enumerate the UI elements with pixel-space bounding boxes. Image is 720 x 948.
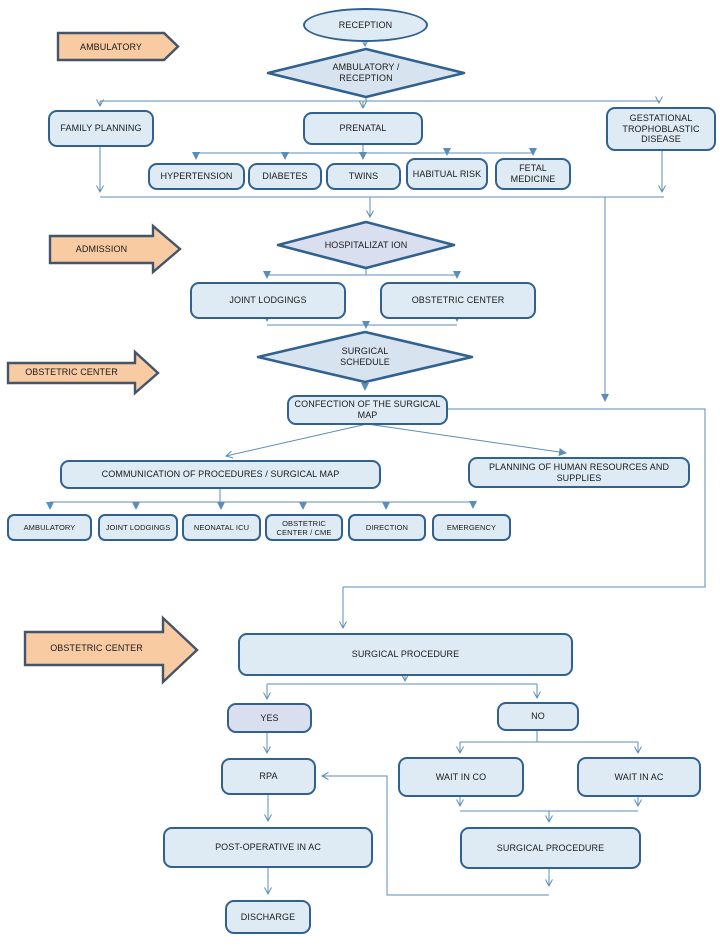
- node-yes: YES: [227, 703, 312, 733]
- banner-ambulatory-shape: [56, 31, 180, 62]
- banner-obstetric-center-2-shape: [23, 615, 199, 685]
- node-planning-human-resources: PLANNING OF HUMAN RESOURCES AND SUPPLIES: [468, 457, 690, 488]
- connector-confection-to-communication: [224, 423, 368, 459]
- diamond-surgical-schedule: [256, 330, 474, 384]
- node-twins: TWINS: [326, 163, 401, 190]
- node-obstetric-center-cme: OBSTETRIC CENTER / CME: [265, 514, 343, 541]
- node-direction: DIRECTION: [348, 514, 426, 541]
- banner-obstetric-center-1-label: OBSTETRIC CENTER: [25, 366, 118, 377]
- node-wait-in-co: WAIT IN CO: [398, 757, 524, 797]
- node-post-operative-in-ac: POST-OPERATIVE IN AC: [163, 827, 373, 868]
- node-ambulatory-dept: AMBULATORY: [7, 514, 92, 541]
- connector-confection-to-planning: [366, 423, 567, 456]
- banner-obstetric-center-2-label: OBSTETRIC CENTER: [50, 642, 143, 653]
- node-emergency: EMERGENCY: [432, 514, 511, 541]
- node-joint-lodgings-dept: JOINT LODGINGS: [98, 514, 178, 541]
- node-ambulatory-reception-label: AMBULATORY / RECEPTION: [332, 62, 400, 83]
- node-habitual-risk: HABITUAL RISK: [406, 158, 488, 190]
- node-communication-procedures: COMMUNICATION OF PROCEDURES / SURGICAL M…: [60, 460, 381, 489]
- node-joint-lodgings: JOINT LODGINGS: [190, 282, 346, 319]
- node-wait-in-ac: WAIT IN AC: [577, 757, 701, 797]
- diamond-hospitalization: [276, 220, 456, 270]
- node-hospitalization-label: HOSPITALIZAT ION: [324, 239, 408, 250]
- connector-loop-back-to-rpa: [320, 772, 549, 896]
- banner-obstetric-center-1-shape: [6, 349, 160, 396]
- node-rpa: RPA: [221, 758, 316, 795]
- node-gestational-trophoblastic-disease: GESTATIONAL TROPHOBLASTIC DISEASE: [606, 107, 716, 151]
- banner-admission-label: ADMISSION: [75, 243, 128, 254]
- node-diabetes: DIABETES: [248, 163, 322, 190]
- connector-confection-right-loop: [343, 408, 706, 588]
- node-surgical-procedure-1: SURGICAL PROCEDURE: [238, 633, 573, 676]
- node-prenatal: PRENATAL: [303, 112, 423, 145]
- node-confection-surgical-map: CONFECTION OF THE SURGICAL MAP: [287, 395, 448, 425]
- node-neonatal-icu: NEONATAL ICU: [182, 514, 261, 541]
- node-reception: RECEPTION: [303, 8, 428, 42]
- node-family-planning: FAMILY PLANNING: [48, 110, 154, 147]
- node-discharge: DISCHARGE: [225, 900, 311, 934]
- node-surgical-schedule-label: SURGICAL SCHEDULE: [340, 346, 390, 367]
- node-obstetric-center: OBSTETRIC CENTER: [380, 282, 536, 319]
- banner-ambulatory-label: AMBULATORY: [79, 41, 143, 52]
- node-hypertension: HYPERTENSION: [148, 163, 245, 190]
- diamond-ambulatory-reception: [266, 47, 466, 99]
- node-fetal-medicine: FETAL MEDICINE: [495, 158, 571, 190]
- banner-admission-shape: [48, 223, 182, 275]
- node-no: NO: [497, 702, 579, 731]
- node-surgical-procedure-2: SURGICAL PROCEDURE: [460, 827, 641, 869]
